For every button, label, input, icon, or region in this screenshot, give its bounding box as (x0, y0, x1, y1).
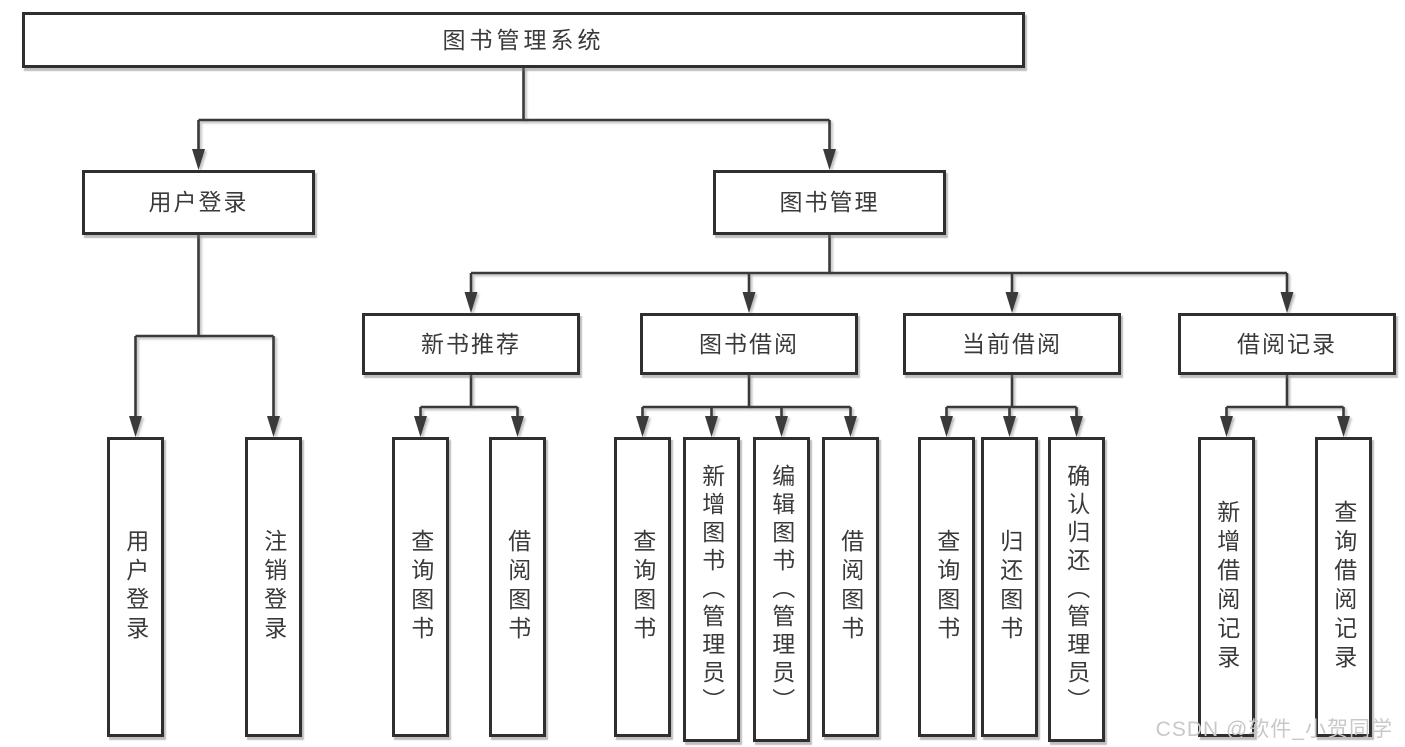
leaf-borrow-books: 借阅图书 (822, 437, 879, 737)
node-borrow-records: 借阅记录 (1178, 313, 1396, 375)
leaf-logout: 注销登录 (245, 437, 302, 737)
leaf-query-books-current: 查询图书 (918, 437, 975, 737)
node-root: 图书管理系统 (22, 12, 1025, 68)
node-new-book-recommend: 新书推荐 (362, 313, 580, 375)
node-user-login: 用户登录 (82, 170, 315, 235)
leaf-query-books-borrow: 查询图书 (614, 437, 671, 737)
watermark: CSDN @软件_小贺同学 (1155, 718, 1393, 741)
leaf-confirm-return-admin: 确认归还（管理员） (1048, 437, 1105, 742)
leaf-edit-books-admin: 编辑图书（管理员） (753, 437, 810, 742)
node-current-borrow: 当前借阅 (903, 313, 1121, 375)
leaf-add-books-admin: 新增图书（管理员） (683, 437, 740, 742)
leaf-user-login: 用户登录 (107, 437, 164, 737)
node-book-management: 图书管理 (713, 170, 946, 235)
node-book-borrow: 图书借阅 (640, 313, 858, 375)
leaf-query-books-recommend: 查询图书 (392, 437, 449, 737)
leaf-query-borrow-record: 查询借阅记录 (1315, 437, 1372, 737)
leaf-borrow-books-recommend: 借阅图书 (489, 437, 546, 737)
leaf-add-borrow-record: 新增借阅记录 (1198, 437, 1255, 737)
leaf-return-books: 归还图书 (981, 437, 1038, 737)
